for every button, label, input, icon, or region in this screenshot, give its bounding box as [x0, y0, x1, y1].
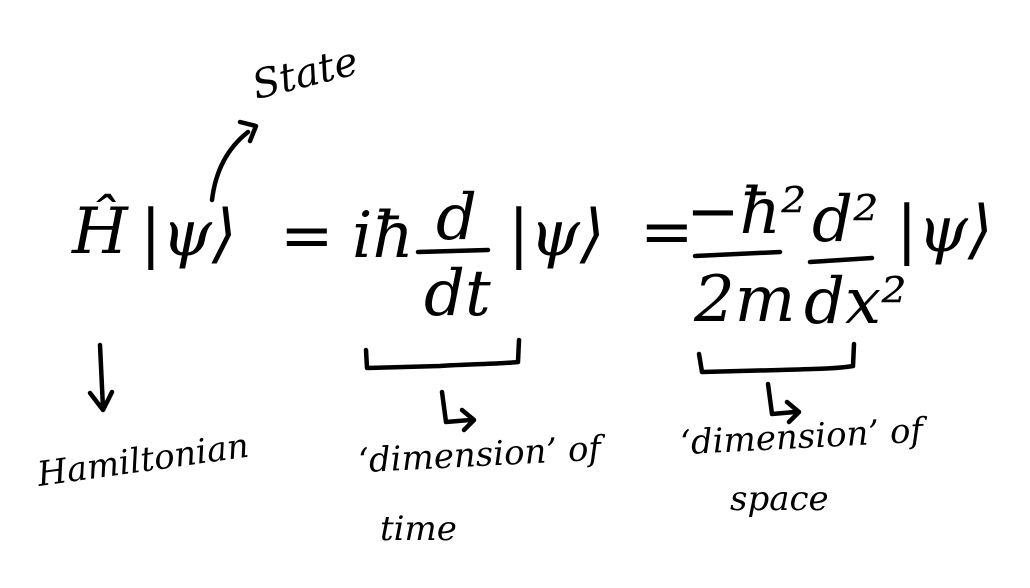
brace-time — [363, 337, 522, 371]
fraction-bar-hbar-2m — [692, 249, 783, 259]
equals-sign-2: = — [640, 195, 694, 269]
d-squared-numerator: d² — [812, 183, 879, 257]
two-m-denominator: 2m — [694, 263, 796, 337]
ket-psi-middle: |ψ⟩ — [508, 197, 605, 271]
time-hook-arrow — [439, 389, 473, 425]
dx-squared-denominator: dx² — [804, 265, 907, 339]
i-hbar: iħ — [352, 199, 414, 273]
fraction-bar-d-dt — [415, 247, 491, 255]
equals-sign-1: = — [280, 199, 334, 273]
dt-denominator: dt — [424, 257, 491, 331]
fraction-bar-d2-dx2 — [807, 255, 875, 265]
state-arrowhead — [237, 119, 259, 144]
ket-psi-lhs: |ψ⟩ — [140, 197, 237, 271]
space-hook-head — [784, 399, 802, 425]
d-numerator: d — [436, 181, 477, 255]
state-arrow — [209, 129, 251, 203]
time-hook-head — [459, 407, 477, 433]
dimension-time-line2: time — [380, 509, 457, 549]
ket-psi-rhs: |ψ⟩ — [896, 193, 993, 267]
hamiltonian-arrowhead — [87, 389, 115, 413]
hamiltonian-operator: Ĥ — [72, 195, 128, 269]
brace-space — [696, 341, 857, 375]
hamiltonian-arrow — [97, 342, 106, 411]
minus-hbar-squared: −ħ² — [686, 175, 807, 249]
dimension-space-line2: space — [730, 479, 829, 519]
space-hook-arrow — [765, 381, 798, 417]
